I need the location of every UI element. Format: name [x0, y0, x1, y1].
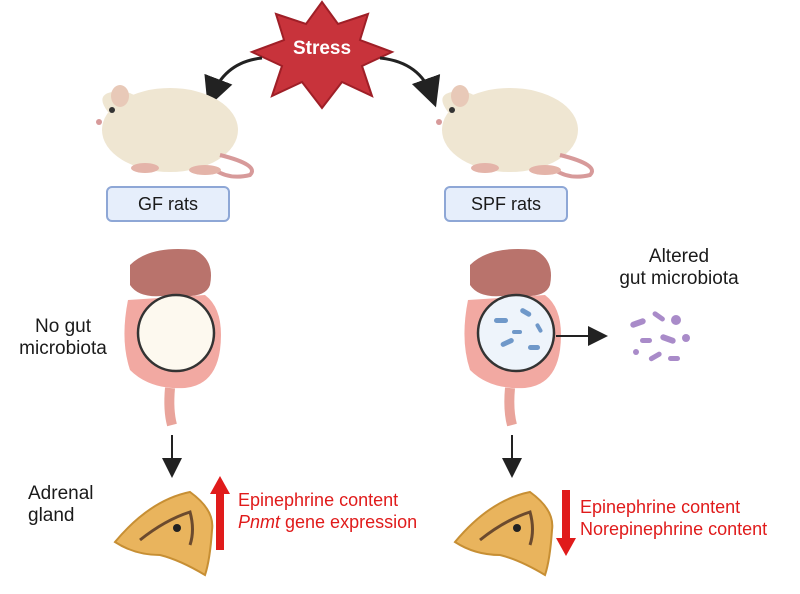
gf-effect-text: Epinephrine content Pnmt gene expression: [238, 490, 418, 532]
arrow-stress-to-spf: [379, 56, 441, 108]
arrow-stress-to-gf: [204, 56, 263, 108]
spf-rat-illustration: [436, 85, 594, 179]
gf-adrenal-gland: [113, 490, 214, 577]
spf-rats-box: SPF rats: [444, 186, 568, 222]
effect-arrow-up: [210, 476, 230, 550]
stress-label: Stress: [292, 38, 352, 59]
altered-bacteria-cluster: [630, 311, 690, 362]
gf-gut-illustration: [124, 249, 221, 427]
effect-arrow-down: [556, 490, 576, 556]
gf-rats-box: GF rats: [106, 186, 230, 222]
adrenal-gland-label: Adrenal gland: [28, 483, 94, 526]
stress-starburst: [249, 0, 395, 110]
altered-microbiota-label: Altered gut microbiota: [619, 246, 739, 289]
spf-effect-text: Epinephrine content Norepinephrine conte…: [580, 497, 768, 539]
spf-adrenal-gland: [453, 490, 554, 577]
spf-rats-label: SPF rats: [470, 193, 541, 214]
gf-rat-illustration: [96, 85, 254, 179]
no-microbiota-label: No gut microbiota: [19, 316, 107, 359]
spf-gut-illustration: [464, 249, 561, 427]
gf-rats-label: GF rats: [137, 193, 198, 214]
